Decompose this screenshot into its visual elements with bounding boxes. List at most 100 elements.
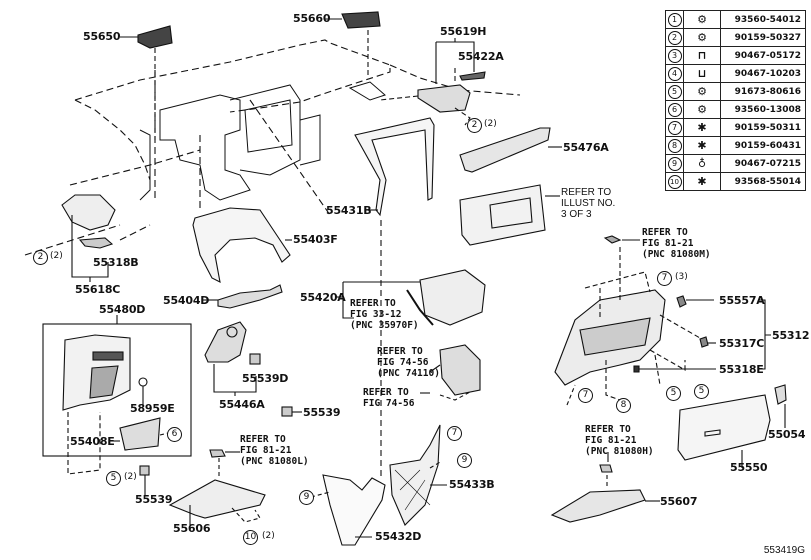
legend-number: 7: [667, 120, 682, 135]
part-label-55404d[interactable]: 55404D: [163, 294, 210, 307]
legend-part-number[interactable]: 91673-80616: [720, 82, 806, 101]
bolt-icon: ⚙: [697, 103, 707, 116]
fastener-callout[interactable]: 7: [447, 426, 462, 441]
reference-illust-3-of-3[interactable]: REFER TO ILLUST NO. 3 OF 3: [561, 187, 616, 220]
fastener-callout[interactable]: 7: [657, 271, 672, 286]
reference-fig-81-21-pnc-81080h[interactable]: REFER TO FIG 81-21 (PNC 81080H): [585, 424, 654, 457]
part-label-55557a[interactable]: 55557A: [719, 294, 765, 307]
legend-row[interactable]: 4⊔90467-10203: [665, 64, 806, 83]
screw-icon: ✱: [697, 139, 707, 152]
fastener-callout[interactable]: 2: [467, 118, 482, 133]
part-label-55446a[interactable]: 55446A: [219, 398, 265, 411]
legend-row[interactable]: 7 ✱ 90159-50311: [665, 118, 806, 137]
part-label-55606[interactable]: 55606: [173, 522, 211, 535]
fastener-callout[interactable]: 6: [167, 427, 182, 442]
center-trim-55431b: [354, 117, 435, 480]
fastener-callout[interactable]: 7: [578, 388, 593, 403]
instrument-panel-outline: [24, 39, 521, 256]
legend-number: 2: [667, 30, 682, 45]
reference-fig-74-56-pnc-74110[interactable]: REFER TO FIG 74-56 (PNC 74110): [377, 346, 440, 379]
lower-panel-box-55480d: [42, 315, 192, 475]
part-label-55433b[interactable]: 55433B: [449, 478, 495, 491]
side-register-55650: [120, 25, 173, 140]
screw-icon: ✱: [697, 175, 707, 188]
part-label-55539[interactable]: 55539: [135, 493, 173, 506]
part-label-55317c[interactable]: 55317C: [719, 337, 765, 350]
fastener-quantity: (2): [262, 531, 275, 541]
legend-part-number[interactable]: 90159-50327: [720, 28, 806, 47]
reference-fig-33-12[interactable]: REFER TO FIG 33-12 (PNC 35970F): [350, 298, 419, 331]
legend-number: 5: [667, 84, 682, 99]
legend-row[interactable]: 3⊓90467-05172: [665, 46, 806, 65]
part-label-55619h[interactable]: 55619H: [440, 25, 487, 38]
glove-box-vent-55619h: [379, 38, 486, 126]
drawing-code: 553419G: [763, 545, 805, 556]
column-cover-55404d: [202, 284, 283, 309]
legend-number: 9: [667, 156, 682, 171]
fastener-callout[interactable]: 10: [243, 530, 258, 545]
legend-row[interactable]: 1 ⚙ 93560-54012: [665, 10, 806, 29]
instrument-panel-body: [139, 81, 386, 201]
fastener-callout[interactable]: 2: [33, 250, 48, 265]
legend-part-number[interactable]: 90467-10203: [720, 64, 806, 83]
legend-row[interactable]: 2⚙90159-50327: [665, 28, 806, 47]
legend-part-number[interactable]: 93560-54012: [720, 10, 806, 29]
part-label-55476a[interactable]: 55476A: [563, 141, 609, 154]
reference-fig-74-56[interactable]: REFER TO FIG 74-56: [363, 387, 415, 409]
cluster-finish-panel-55403f: [192, 207, 292, 283]
fastener-callout[interactable]: 9: [299, 490, 314, 505]
center-register-55660: [324, 11, 381, 75]
part-label-55318b[interactable]: 55318B: [93, 256, 139, 269]
part-label-58959e[interactable]: 58959E: [130, 402, 175, 415]
part-label-55539d[interactable]: 55539D: [242, 372, 289, 385]
fastener-quantity: (2): [50, 251, 63, 261]
part-label-55660[interactable]: 55660: [293, 12, 331, 25]
legend-number: 1: [667, 12, 682, 27]
part-label-55550[interactable]: 55550: [730, 461, 768, 474]
legend-part-number[interactable]: 90159-50311: [720, 118, 806, 137]
upper-panel-55476a: [459, 127, 562, 173]
part-label-55618c[interactable]: 55618C: [75, 283, 121, 296]
legend-row[interactable]: 6⚙93560-13008: [665, 100, 806, 119]
fastener-callout[interactable]: 9: [457, 453, 472, 468]
bolt-icon: ⚙: [697, 13, 707, 26]
legend-row[interactable]: 9♁90467-07215: [665, 154, 806, 173]
legend-part-number[interactable]: 90467-07215: [720, 154, 806, 173]
console-side-panels: [310, 424, 447, 546]
legend-row[interactable]: 5⚙91673-80616: [665, 82, 806, 101]
legend-number: 8: [667, 138, 682, 153]
lower-panel-55618c: [61, 194, 116, 282]
part-label-55431b[interactable]: 55431B: [326, 204, 372, 217]
part-label-55312[interactable]: 55312: [772, 329, 810, 342]
part-label-55420a[interactable]: 55420A: [300, 291, 346, 304]
fastener-callout[interactable]: 8: [616, 398, 631, 413]
fastener-callout[interactable]: 5: [666, 386, 681, 401]
legend-part-number[interactable]: 90467-05172: [720, 46, 806, 65]
under-cover-55606: [168, 449, 266, 525]
part-label-55408e[interactable]: 55408E: [70, 435, 115, 448]
legend-part-number[interactable]: 93568-55014: [720, 172, 806, 191]
part-label-55403f[interactable]: 55403F: [293, 233, 338, 246]
fastener-quantity: (3): [675, 272, 688, 282]
air-control-unit: [420, 344, 481, 401]
lower-switch-panel-55446a: [139, 321, 302, 495]
legend-number: 10: [667, 174, 682, 189]
part-label-55607[interactable]: 55607: [660, 495, 698, 508]
legend-row[interactable]: 8 ✱ 90159-60431: [665, 136, 806, 155]
part-label-55422a[interactable]: 55422A: [458, 50, 504, 63]
part-label-55480d[interactable]: 55480D: [99, 303, 146, 316]
legend-part-number[interactable]: 90159-60431: [720, 136, 806, 155]
part-label-55432d[interactable]: 55432D: [375, 530, 422, 543]
legend-part-number[interactable]: 93560-13008: [720, 100, 806, 119]
fastener-quantity: (2): [484, 119, 497, 129]
part-label-55650[interactable]: 55650: [83, 30, 121, 43]
reference-fig-81-21-pnc-81080l[interactable]: REFER TO FIG 81-21 (PNC 81080L): [240, 434, 309, 467]
fastener-callout[interactable]: 5: [106, 471, 121, 486]
part-label-55054[interactable]: 55054: [768, 428, 806, 441]
screw-icon: ✱: [697, 121, 707, 134]
legend-row[interactable]: 10 ✱ 93568-55014: [665, 172, 806, 191]
fastener-callout[interactable]: 5: [694, 384, 709, 399]
part-label-55539[interactable]: 55539: [303, 406, 341, 419]
part-label-55318e[interactable]: 55318E: [719, 363, 764, 376]
reference-fig-81-21-pnc-81080m[interactable]: REFER TO FIG 81-21 (PNC 81080M): [642, 227, 711, 260]
